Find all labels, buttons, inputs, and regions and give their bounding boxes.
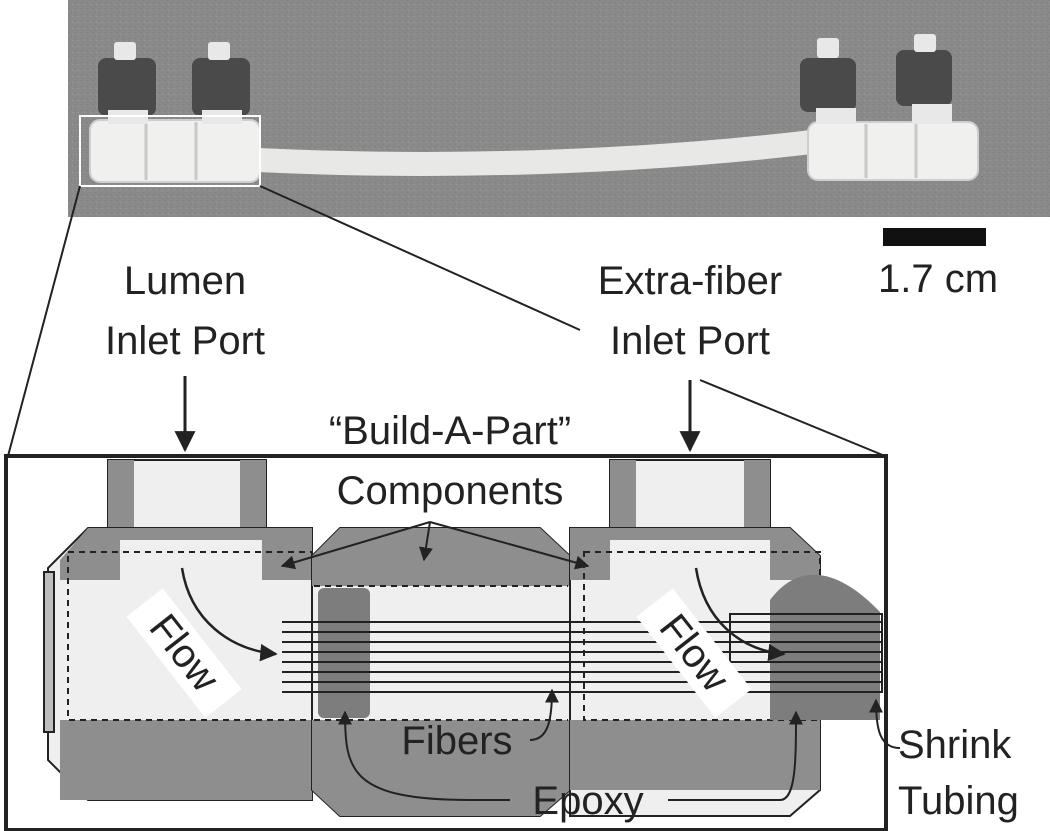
- scale-bar-label: 1.7 cm: [877, 257, 999, 301]
- components-arrow-right: [429, 521, 590, 570]
- device-photo: [68, 0, 1050, 217]
- fibers: [282, 621, 882, 693]
- shrink-tubing-label-line2: Tubing: [898, 779, 1019, 823]
- lumen-port-label-line1: Lumen: [123, 259, 247, 303]
- tube: [246, 128, 840, 176]
- shrink-arrow: [869, 698, 901, 749]
- device-photo-drawing: [68, 0, 1050, 217]
- zoom-line-extra: [699, 379, 886, 457]
- fibers-label: Fibers: [401, 719, 513, 763]
- zoom-line-left: [7, 185, 81, 457]
- components-arrow-left: [280, 521, 431, 570]
- zoom-line-right: [259, 185, 581, 331]
- scale-bar: [883, 228, 986, 246]
- extra-port-label-line1: Extra-fiber: [597, 259, 783, 303]
- zoom-region-box: [79, 115, 261, 187]
- fibers-arrow: [529, 688, 559, 741]
- build-a-part-label-line1: “Build-A-Part”: [328, 409, 572, 453]
- right-fitting: [800, 34, 979, 181]
- flow-arrow-right: [694, 567, 786, 662]
- epoxy-arrow-left: [338, 710, 510, 801]
- components-arrow-middle: [419, 521, 433, 562]
- epoxy-arrow-right: [668, 710, 803, 801]
- extra-port-label-line2: Inlet Port: [609, 319, 771, 363]
- lumen-port-label-line2: Inlet Port: [104, 319, 266, 363]
- build-a-part-label-line2: Components: [336, 469, 564, 513]
- schematic-frame: [4, 454, 888, 831]
- left-fitting: [89, 42, 261, 183]
- epoxy-label: Epoxy: [532, 779, 644, 823]
- epoxy-right: [770, 574, 880, 720]
- shrink-tubing-label-line1: Shrink: [898, 723, 1012, 767]
- flow-arrow-left: [180, 567, 278, 662]
